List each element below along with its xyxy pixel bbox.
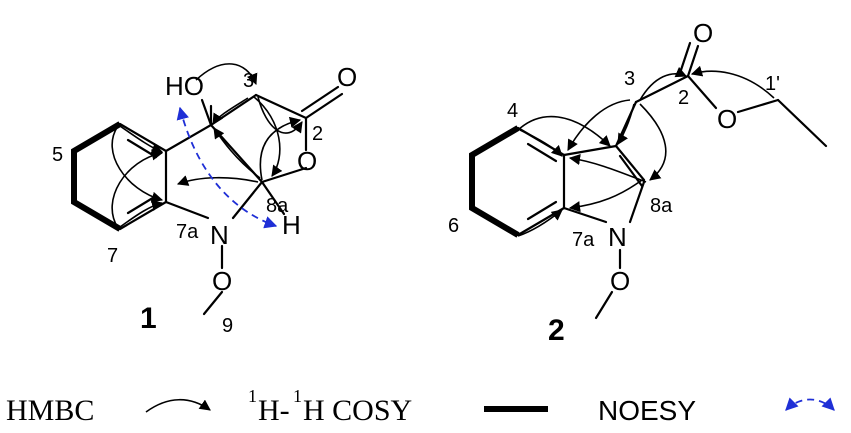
compound-2-structure: O O N O 3 2 1' 4 6 7a 8a 2 (448, 18, 828, 347)
compound-2-c7a-label: 7a (572, 229, 595, 251)
compound-2-hmbc-arrows (517, 65, 775, 237)
compound-1-methoxy-oxygen: O (212, 266, 232, 296)
legend: HMBC 1 H- 1 H COSY NOESY (6, 386, 835, 427)
compound-2-cosy-bonds (469, 125, 520, 238)
compound-1-c9-label: 9 (222, 315, 233, 337)
compound-1-c7a-label: 7a (176, 221, 199, 243)
svg-text:1: 1 (293, 386, 302, 406)
compound-2-carbonyl-oxygen: O (693, 18, 713, 48)
compound-1-c2-label: 2 (312, 123, 323, 145)
compound-1-cosy-bonds (71, 121, 122, 232)
compound-2-methoxy-oxygen: O (610, 266, 630, 296)
compound-1-nitrogen: N (210, 220, 229, 250)
svg-text:H-: H- (258, 394, 290, 427)
compound-2-number: 2 (548, 314, 565, 347)
compound-2-ester-oxygen: O (717, 104, 737, 134)
legend-noesy-label: NOESY (598, 395, 696, 426)
svg-text:1: 1 (248, 386, 257, 406)
compound-2-c3-label: 3 (624, 68, 635, 90)
compound-1-structure: HO O O N H O 3 2 5 7 7a 8a 9 1 (52, 62, 357, 337)
compound-1-ring-oxygen: O (297, 146, 317, 176)
legend-cosy-label: 1 H- 1 H COSY (248, 386, 412, 427)
compound-1-c8a-label: 8a (266, 195, 289, 217)
compound-2-c6-label: 6 (448, 215, 459, 237)
compound-1-c5-label: 5 (52, 144, 63, 166)
compound-1-hydrogen-label: H (282, 210, 301, 240)
compound-2-nitrogen: N (608, 222, 627, 252)
compound-2-c8a-label: 8a (650, 195, 673, 217)
compound-1-c7-label: 7 (107, 245, 118, 267)
compound-1-carbonyl-oxygen: O (337, 62, 357, 92)
compound-1-benzene-ring (118, 122, 168, 231)
legend-hmbc-arrow (145, 399, 211, 413)
compound-1-noesy-correlation (176, 106, 278, 229)
compound-1-number: 1 (140, 302, 157, 335)
compound-1-hydroxyl-label: HO (165, 71, 204, 101)
compound-1-c3-label: 3 (243, 70, 254, 92)
svg-text:H COSY: H COSY (303, 394, 412, 427)
legend-hmbc-label: HMBC (6, 394, 94, 427)
compound-2-c4-label: 4 (507, 100, 518, 122)
compound-2-c2-label: 2 (678, 87, 689, 109)
legend-noesy-arrow (785, 397, 835, 411)
compound-1-skeleton-bonds (164, 85, 344, 316)
compound-2-c1prime-label: 1' (765, 73, 780, 95)
compound-2-skeleton-bonds (516, 41, 828, 320)
